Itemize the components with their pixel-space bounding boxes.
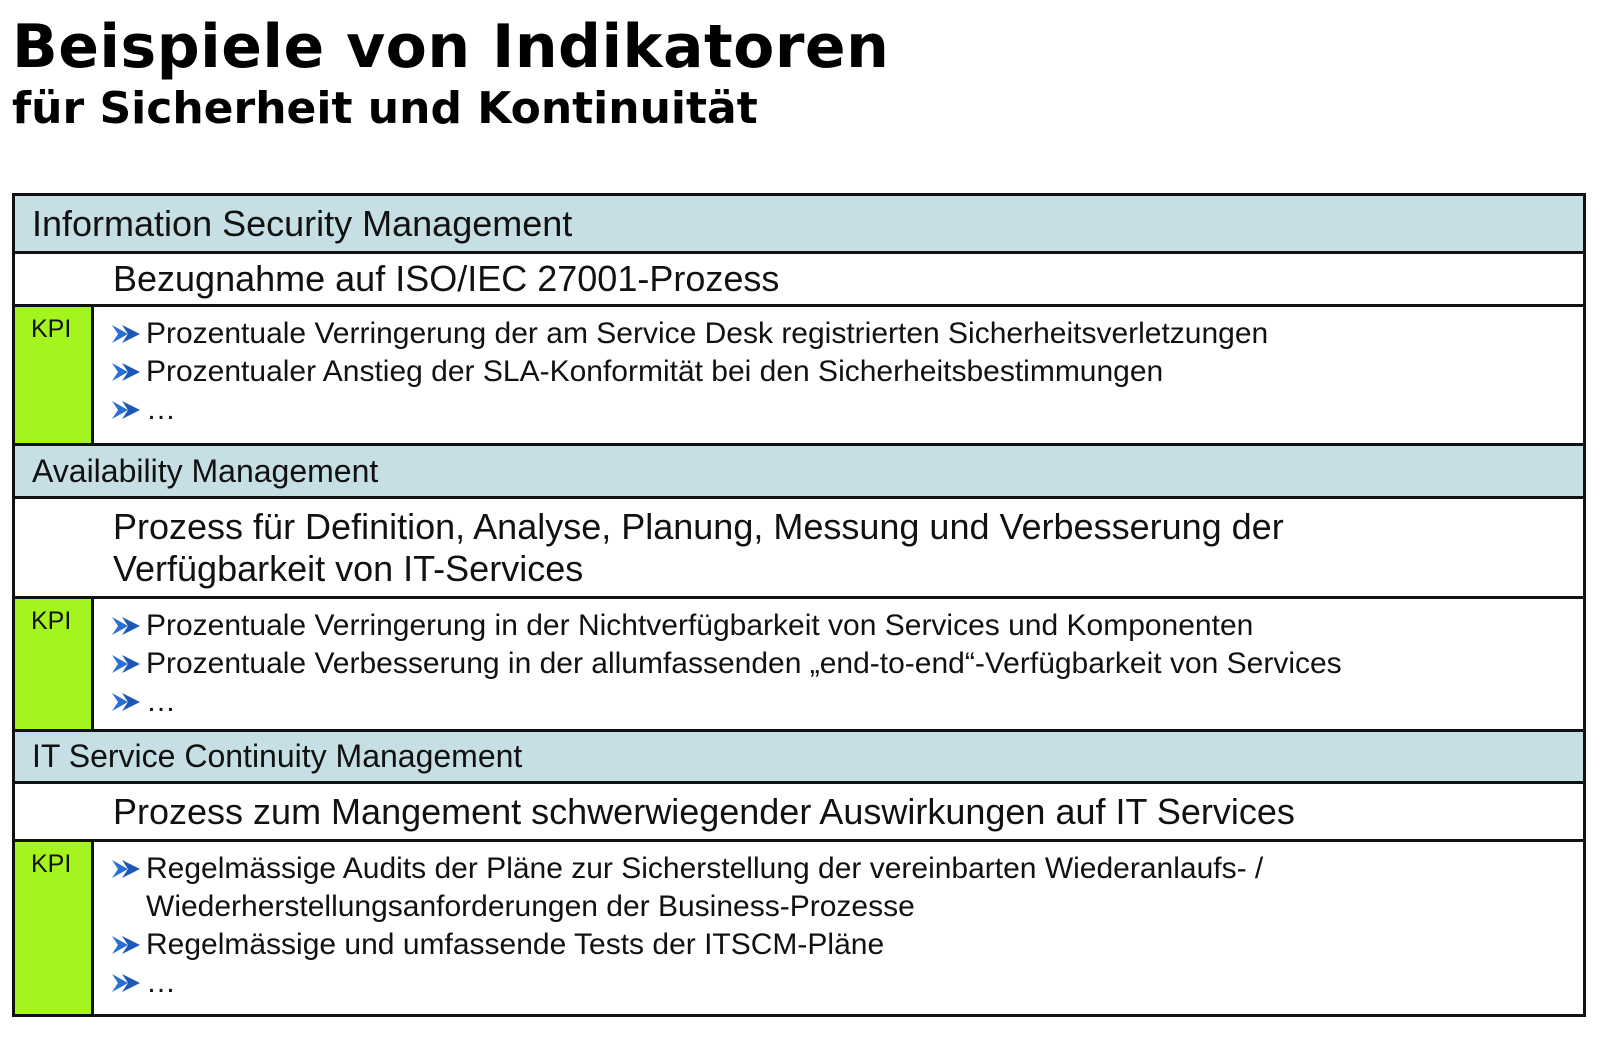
- page-title: Beispiele von Indikatoren: [12, 12, 890, 82]
- chevron-right-icon: [110, 391, 146, 429]
- section-heading: Information Security Management: [32, 202, 573, 244]
- section-description-itscm: Prozess zum Mangement schwerwiegender Au…: [15, 784, 1583, 842]
- kpi-item: …: [110, 391, 1268, 429]
- chevron-right-icon: [110, 607, 146, 645]
- section-description-ism: Bezugnahme auf ISO/IEC 27001-Prozess: [15, 254, 1583, 307]
- kpi-block-availability: KPI Prozentuale Verringerung in der Nich…: [15, 599, 1583, 732]
- kpi-block-ism: KPI Prozentuale Verringerung der am Serv…: [15, 307, 1583, 446]
- kpi-item-text: …: [146, 393, 176, 426]
- kpi-item-text: Prozentuale Verringerung der am Service …: [146, 317, 1269, 350]
- kpi-cell: KPI: [15, 307, 94, 443]
- kpi-item-text: Prozentuale Verbesserung in der allumfas…: [146, 647, 1342, 680]
- page-subtitle: für Sicherheit und Kontinuität: [12, 83, 758, 134]
- kpi-label: KPI: [31, 315, 72, 343]
- kpi-list: Regelmässige Audits der Pläne zur Sicher…: [94, 842, 1370, 1014]
- kpi-item-text: Regelmässige Audits der Pläne zur Sicher…: [146, 852, 1264, 923]
- kpi-item: Prozentualer Anstieg der SLA-Konformität…: [110, 353, 1268, 391]
- kpi-item: Prozentuale Verringerung der am Service …: [110, 315, 1268, 353]
- chevron-right-icon: [110, 964, 146, 1002]
- kpi-list: Prozentuale Verringerung in der Nichtver…: [94, 599, 1342, 729]
- section-heading: IT Service Continuity Management: [32, 738, 523, 774]
- kpi-item-text: …: [146, 685, 176, 718]
- kpi-label: KPI: [31, 607, 72, 635]
- chevron-right-icon: [110, 926, 146, 964]
- chevron-right-icon: [110, 645, 146, 683]
- kpi-item-text: …: [146, 966, 176, 999]
- kpi-item: …: [110, 964, 1370, 1002]
- chevron-right-icon: [110, 850, 146, 888]
- kpi-cell: KPI: [15, 599, 94, 729]
- section-heading: Availability Management: [32, 452, 379, 489]
- kpi-item-text: Prozentuale Verringerung in der Nichtver…: [146, 609, 1254, 642]
- section-description: Prozess zum Mangement schwerwiegender Au…: [113, 790, 1295, 832]
- section-description: Prozess für Definition, Analyse, Planung…: [113, 505, 1284, 589]
- chevron-right-icon: [110, 353, 146, 391]
- kpi-item: Prozentuale Verbesserung in der allumfas…: [110, 645, 1342, 683]
- section-description: Bezugnahme auf ISO/IEC 27001-Prozess: [113, 258, 780, 299]
- chevron-right-icon: [110, 683, 146, 721]
- indicator-table: Information Security Management Bezugnah…: [12, 193, 1586, 1017]
- section-header-itscm: IT Service Continuity Management: [15, 732, 1583, 784]
- kpi-item: Regelmässige und umfassende Tests der IT…: [110, 926, 1370, 964]
- kpi-cell: KPI: [15, 842, 94, 1014]
- kpi-item: Regelmässige Audits der Pläne zur Sicher…: [110, 850, 1370, 926]
- kpi-item-text: Regelmässige und umfassende Tests der IT…: [146, 928, 885, 961]
- chevron-right-icon: [110, 315, 146, 353]
- kpi-item: …: [110, 683, 1342, 721]
- kpi-list: Prozentuale Verringerung der am Service …: [94, 307, 1268, 443]
- kpi-item-text: Prozentualer Anstieg der SLA-Konformität…: [146, 355, 1164, 388]
- kpi-block-itscm: KPI Regelmässige Audits der Pläne zur Si…: [15, 842, 1583, 1014]
- kpi-label: KPI: [31, 850, 72, 878]
- section-header-availability: Availability Management: [15, 446, 1583, 499]
- section-description-availability: Prozess für Definition, Analyse, Planung…: [15, 499, 1583, 599]
- section-header-ism: Information Security Management: [15, 196, 1583, 254]
- kpi-item: Prozentuale Verringerung in der Nichtver…: [110, 607, 1342, 645]
